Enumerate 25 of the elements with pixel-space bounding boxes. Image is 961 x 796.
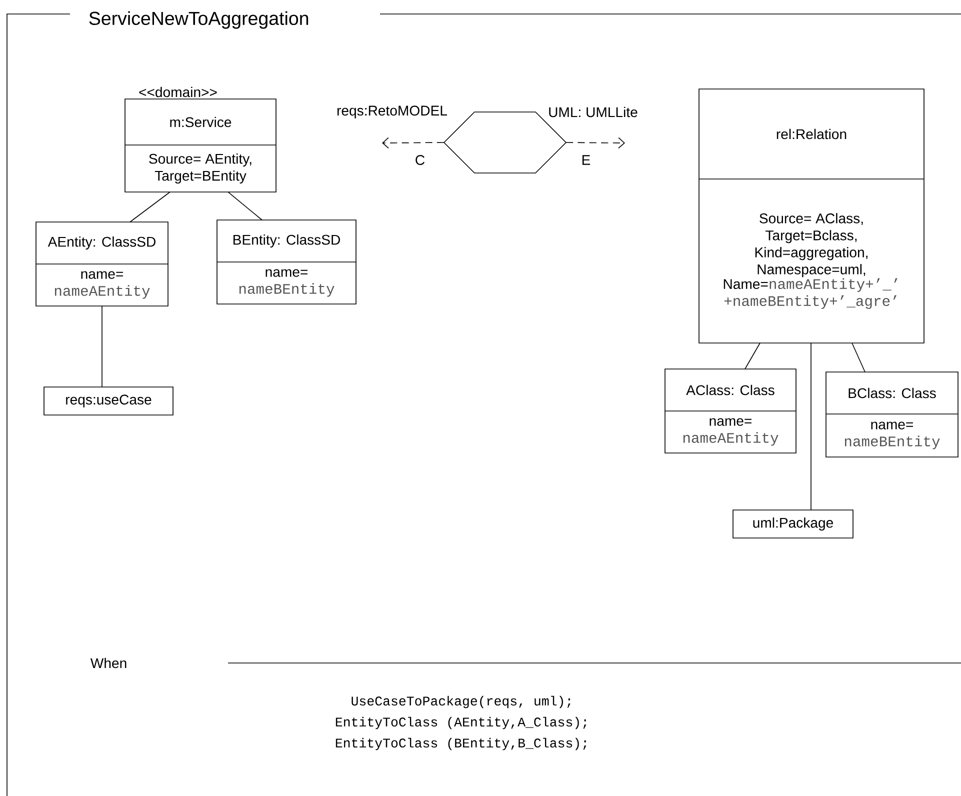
connector-line (810, 342, 812, 510)
object-box: uml:Package (732, 510, 854, 538)
connector-line (852, 342, 866, 372)
section-heading: When (90, 658, 126, 668)
connector-line (130, 192, 170, 222)
class-box: BEntity: ClassSD name= nameBEntity (216, 220, 356, 304)
class-box: BClass: Class name= nameBEntity (826, 372, 958, 458)
stereotype-label: <<domain>> (139, 86, 217, 98)
dashed-arrow (382, 137, 444, 149)
connector-line (744, 342, 760, 370)
object-box: reqs:useCase (44, 386, 174, 416)
edge-label: C (414, 154, 426, 166)
text-label: reqs:RetoMODEL (337, 106, 447, 118)
edge-label: E (580, 154, 592, 166)
class-box: m:Service Source= AEntity, Target=BEntity (124, 98, 276, 192)
class-box: AEntity: ClassSD name= nameAEntity (36, 222, 168, 306)
dashed-arrow (566, 137, 625, 149)
frame-title: ServiceNewToAggregation (89, 11, 308, 29)
connector-line (228, 192, 262, 220)
code-line: EntityToClass (BEntity,B_Class); (336, 738, 586, 750)
class-box: AClass: Class name= nameAEntity (664, 368, 796, 454)
code-line: EntityToClass (AEntity,A_Class); (336, 716, 586, 730)
text-label: UML: UMLLite (549, 106, 638, 118)
code-line: UseCaseToPackage(reqs, uml); (352, 696, 570, 708)
class-box: rel:Relation Source= AClass, Target=Bclass, Kind=aggregation, Namespace=uml, Name=nameAEntity+’_’ +nameBEntity+’_agre’ (698, 88, 924, 344)
